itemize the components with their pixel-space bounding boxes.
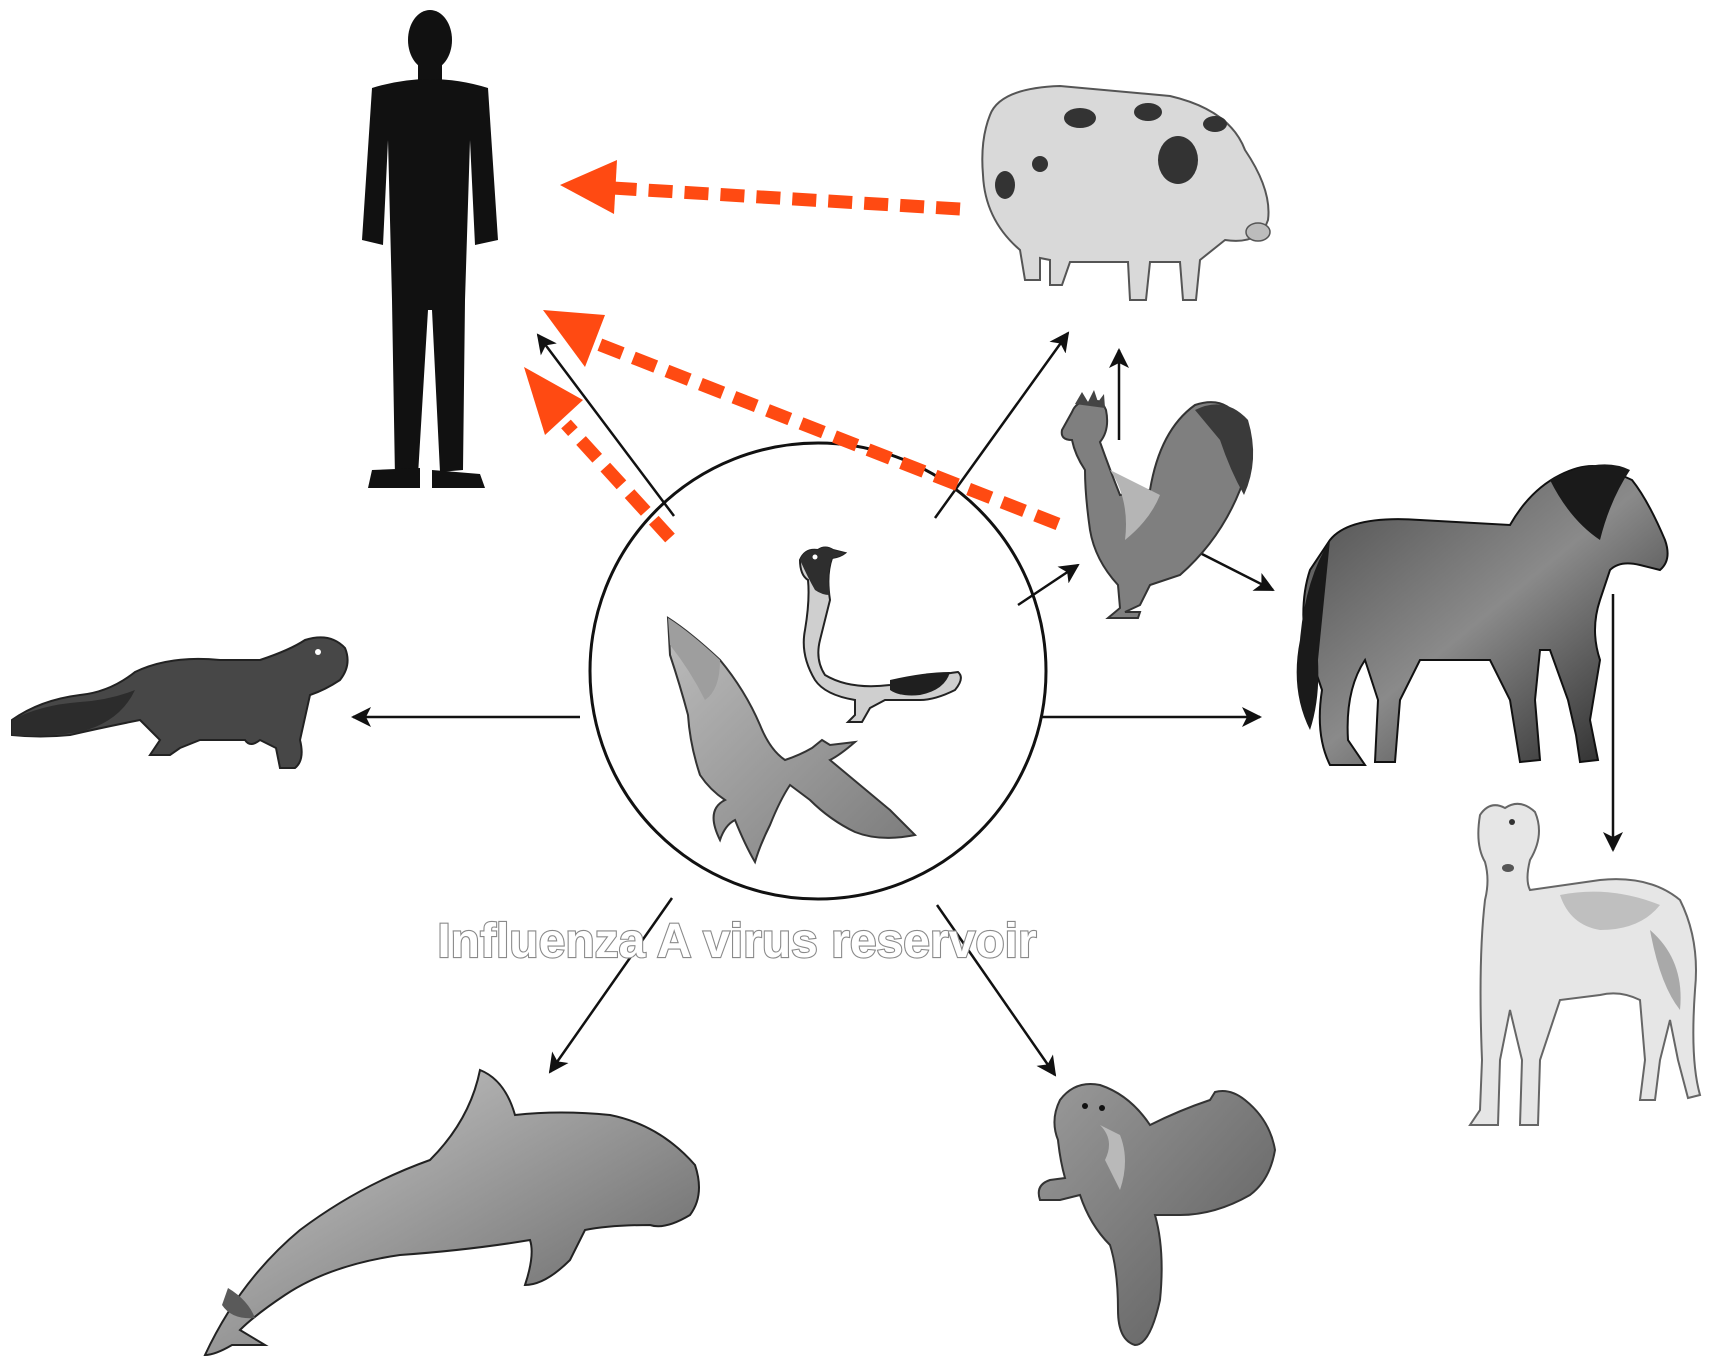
dashed-arrow-pig-to-human <box>560 160 960 214</box>
reservoir-label: Influenza A virus reservoir <box>437 915 1036 968</box>
pig-icon <box>982 86 1270 300</box>
ferret-icon <box>12 637 348 768</box>
whale-icon <box>205 1070 699 1355</box>
arrow-chicken-to-horse <box>1200 553 1273 590</box>
dog-icon <box>1470 804 1700 1125</box>
human-icon <box>362 10 498 488</box>
seal-icon <box>1039 1084 1275 1345</box>
chicken-icon <box>1062 390 1253 618</box>
dashed-arrow-reservoir-to-human <box>524 367 670 538</box>
